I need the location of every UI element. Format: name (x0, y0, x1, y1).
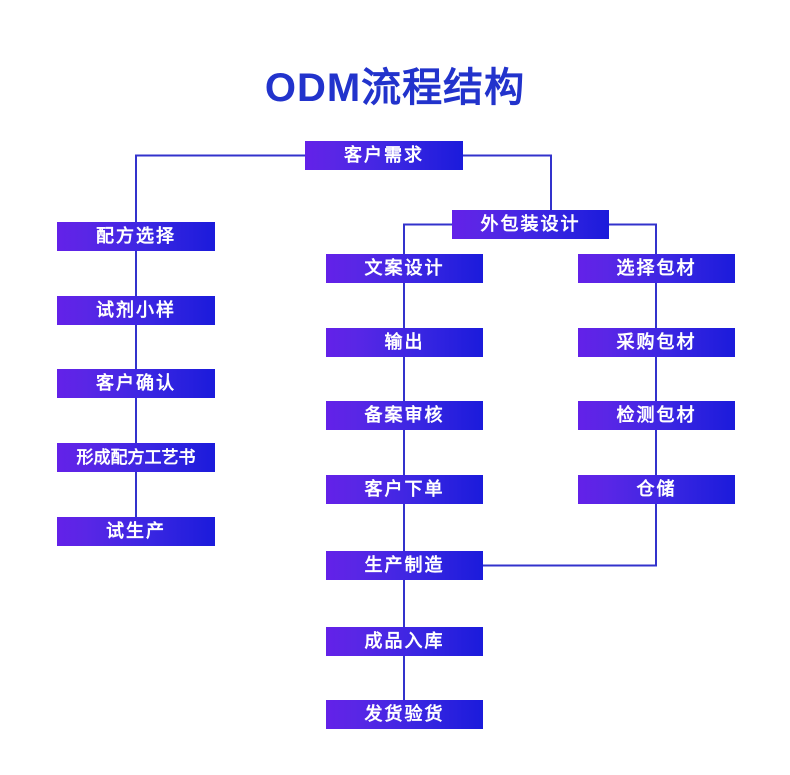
node-formula-process-doc[interactable]: 形成配方工艺书 (57, 443, 215, 472)
node-warehousing[interactable]: 仓储 (578, 475, 735, 504)
node-purchase-packaging-material[interactable]: 采购包材 (578, 328, 735, 357)
node-output[interactable]: 输出 (326, 328, 483, 357)
node-customer-order[interactable]: 客户下单 (326, 475, 483, 504)
node-customer-requirement[interactable]: 客户需求 (305, 141, 463, 170)
edge-packaging-to-material (609, 223, 657, 254)
node-packaging-design[interactable]: 外包装设计 (452, 210, 609, 239)
node-filing-review[interactable]: 备案审核 (326, 401, 483, 430)
node-shipment-inspection[interactable]: 发货验货 (326, 700, 483, 729)
node-reagent-sample[interactable]: 试剂小样 (57, 296, 215, 325)
node-trial-production[interactable]: 试生产 (57, 517, 215, 546)
node-select-packaging-material[interactable]: 选择包材 (578, 254, 735, 283)
node-finished-goods-warehousing[interactable]: 成品入库 (326, 627, 483, 656)
node-formula-selection[interactable]: 配方选择 (57, 222, 215, 251)
node-production-manufacturing[interactable]: 生产制造 (326, 551, 483, 580)
edge-warehouse-to-production (483, 504, 657, 567)
edge-packaging-to-copy (403, 223, 452, 254)
node-inspect-packaging-material[interactable]: 检测包材 (578, 401, 735, 430)
edge-root-to-packaging (463, 154, 552, 210)
edge-root-to-formula (135, 154, 305, 222)
node-customer-confirm[interactable]: 客户确认 (57, 369, 215, 398)
node-copywriting-design[interactable]: 文案设计 (326, 254, 483, 283)
page-title: ODM流程结构 (264, 66, 526, 110)
